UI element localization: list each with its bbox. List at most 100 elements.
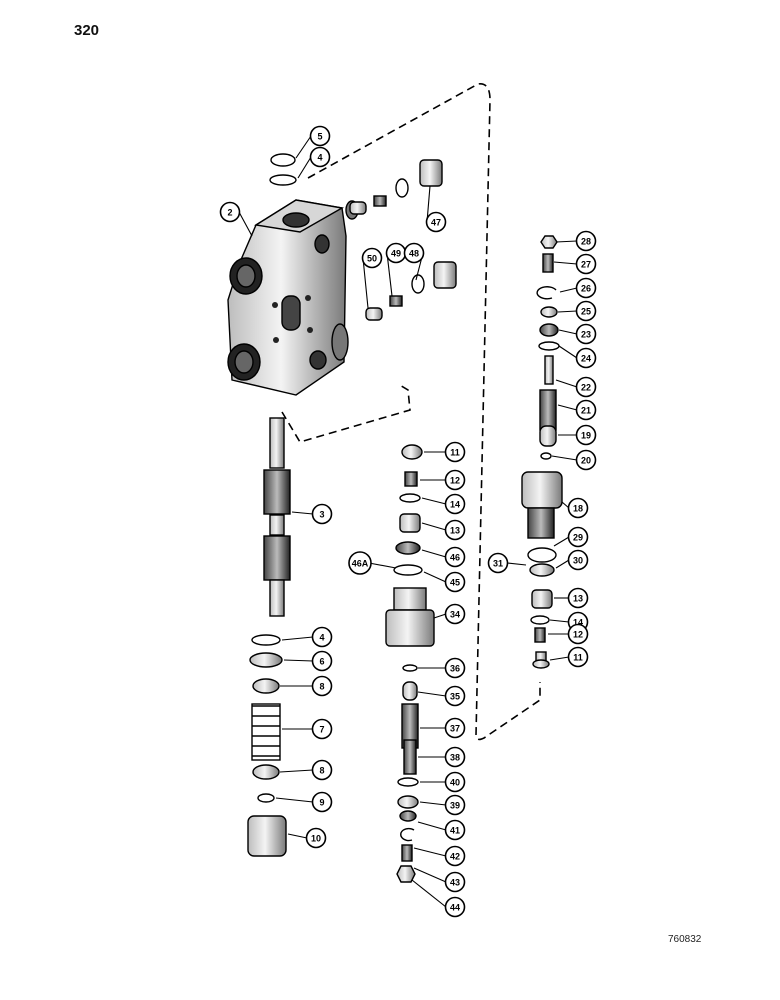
callout-leader-21 bbox=[557, 404, 578, 411]
callout-label: 4 bbox=[317, 153, 322, 163]
callout-label: 7 bbox=[319, 725, 324, 735]
callout-4: 4 bbox=[311, 626, 333, 648]
callout-12: 12 bbox=[567, 623, 589, 645]
callout-45: 45 bbox=[444, 571, 466, 593]
callout-label: 23 bbox=[581, 330, 591, 340]
callout-label: 14 bbox=[573, 618, 583, 628]
callout-50: 50 bbox=[361, 247, 383, 269]
right-relief-cartridge-parts bbox=[521, 235, 563, 669]
callout-48: 48 bbox=[403, 242, 425, 264]
callout-label: 10 bbox=[311, 834, 321, 844]
callout-leader-49 bbox=[386, 252, 393, 297]
callout-25: 25 bbox=[575, 300, 597, 322]
callout-13: 13 bbox=[567, 587, 589, 609]
callout-label: 14 bbox=[450, 500, 460, 510]
callout-leader-27 bbox=[553, 261, 578, 265]
callout-leader-4 bbox=[281, 636, 314, 641]
relief-valve-parts bbox=[385, 444, 435, 883]
callout-36: 36 bbox=[444, 657, 466, 679]
callout-label: 12 bbox=[573, 630, 583, 640]
callout-37: 37 bbox=[444, 717, 466, 739]
callout-5: 5 bbox=[309, 125, 331, 147]
callout-3: 3 bbox=[311, 503, 333, 525]
callout-23: 23 bbox=[575, 323, 597, 345]
callout-label: 30 bbox=[573, 556, 583, 566]
callout-leader-46 bbox=[421, 549, 447, 558]
callout-label: 11 bbox=[450, 448, 460, 458]
callout-12: 12 bbox=[444, 469, 466, 491]
callout-label: 44 bbox=[450, 903, 460, 913]
callout-label: 28 bbox=[581, 237, 591, 247]
callout-leader-2 bbox=[238, 211, 253, 237]
callout-19: 19 bbox=[575, 424, 597, 446]
callout-leader-14 bbox=[549, 619, 570, 623]
callout-leader-30 bbox=[555, 559, 570, 569]
callout-47: 47 bbox=[425, 211, 447, 233]
page-number: 320 bbox=[74, 22, 100, 39]
callout-leader-24 bbox=[558, 345, 578, 359]
callout-leader-9 bbox=[275, 797, 314, 803]
callout-label: 48 bbox=[409, 249, 419, 259]
callout-18: 18 bbox=[567, 497, 589, 519]
callout-40: 40 bbox=[444, 771, 466, 793]
callout-label: 12 bbox=[450, 476, 460, 486]
callout-21: 21 bbox=[575, 399, 597, 421]
callout-label: 2 bbox=[227, 208, 232, 218]
callout-label: 21 bbox=[581, 406, 591, 416]
callout-38: 38 bbox=[444, 746, 466, 768]
callout-leader-5 bbox=[295, 135, 312, 159]
callout-label: 27 bbox=[581, 260, 591, 270]
callout-label: 40 bbox=[450, 778, 460, 788]
callout-leader-23 bbox=[558, 329, 578, 335]
callout-label: 22 bbox=[581, 383, 591, 393]
callout-leader-50 bbox=[362, 257, 369, 309]
callout-leader-29 bbox=[553, 536, 570, 547]
callout-leader-3 bbox=[291, 511, 314, 515]
callout-label: 39 bbox=[450, 801, 460, 811]
callout-41: 41 bbox=[444, 819, 466, 841]
callout-8: 8 bbox=[311, 759, 333, 781]
spool-end-parts bbox=[247, 634, 287, 857]
callout-label: 34 bbox=[450, 610, 460, 620]
callout-label: 45 bbox=[450, 578, 460, 588]
callout-label: 35 bbox=[450, 692, 460, 702]
callout-label: 36 bbox=[450, 664, 460, 674]
callout-46A: 46A bbox=[348, 551, 372, 575]
callout-label: 19 bbox=[581, 431, 591, 441]
callout-label: 46 bbox=[450, 553, 460, 563]
callout-29: 29 bbox=[567, 526, 589, 548]
callout-leader-35 bbox=[417, 691, 447, 697]
callout-11: 11 bbox=[444, 441, 466, 463]
callout-label: 47 bbox=[431, 218, 441, 228]
callout-8: 8 bbox=[311, 675, 333, 697]
callout-27: 27 bbox=[575, 253, 597, 275]
callout-label: 13 bbox=[573, 594, 583, 604]
callout-label: 31 bbox=[493, 559, 503, 569]
callout-leader-11 bbox=[549, 656, 570, 661]
callout-label: 29 bbox=[573, 533, 583, 543]
callout-label: 41 bbox=[450, 826, 460, 836]
callout-31: 31 bbox=[487, 552, 509, 574]
callout-leader-42 bbox=[413, 847, 447, 857]
callout-10: 10 bbox=[305, 827, 327, 849]
callout-9: 9 bbox=[311, 791, 333, 813]
callout-leader-4 bbox=[297, 156, 312, 179]
callout-2: 2 bbox=[219, 201, 241, 223]
callout-43: 43 bbox=[444, 871, 466, 893]
callout-label: 6 bbox=[319, 657, 324, 667]
callout-20: 20 bbox=[575, 449, 597, 471]
callout-leader-26 bbox=[559, 287, 578, 293]
callout-label: 24 bbox=[581, 354, 591, 364]
callout-leader-8 bbox=[279, 769, 314, 773]
callout-35: 35 bbox=[444, 685, 466, 707]
callout-leader-46A bbox=[368, 562, 397, 569]
callout-label: 26 bbox=[581, 284, 591, 294]
callout-leader-44 bbox=[411, 879, 447, 908]
assembly-dashed-lines bbox=[281, 83, 541, 741]
callout-label: 11 bbox=[573, 653, 583, 663]
top-seals bbox=[269, 153, 297, 186]
callout-44: 44 bbox=[444, 896, 466, 918]
callout-label: 20 bbox=[581, 456, 591, 466]
